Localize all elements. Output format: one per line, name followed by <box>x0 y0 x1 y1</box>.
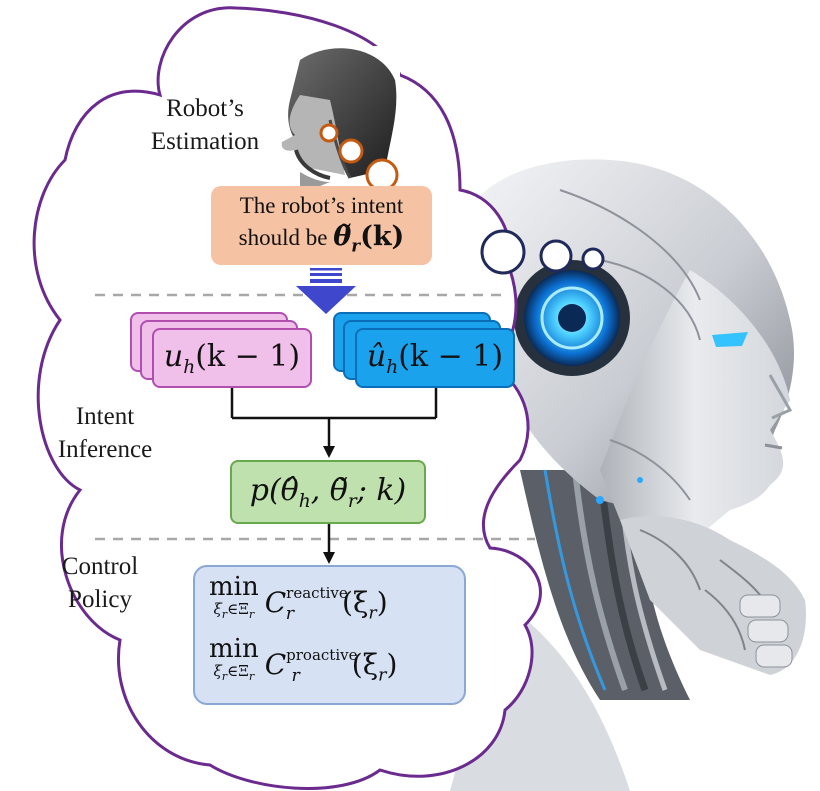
policy-row-proactive: min ξr∈Ξr Cproactiver(ξr) <box>209 635 397 697</box>
robot-intent-symbol: θ̃r(k) <box>333 220 405 256</box>
p-mid: , θ̃ <box>310 472 348 508</box>
label-robot-estimation: Robot’s Estimation <box>135 92 275 158</box>
robot-intent-line2: should be θ̃r(k) <box>239 221 405 261</box>
arg: (k − 1) <box>398 338 504 374</box>
label-line: Control <box>61 553 139 580</box>
p-open: p(θ̂ <box>249 472 299 508</box>
arg-pre: (ξ <box>351 648 379 681</box>
sub: h <box>183 356 196 378</box>
policy-min-operator: min ξr∈Ξr <box>209 635 259 685</box>
intent-probability-box: p(θ̂h, θ̃r; k) <box>230 460 426 524</box>
arg-pre: (ξ <box>342 586 369 619</box>
label-line: Policy <box>68 586 132 613</box>
thought-bubble-small <box>319 123 339 143</box>
theta-symbol: θ̃ <box>333 220 352 252</box>
arg-post: ) <box>376 586 388 619</box>
robot-intent-prefix: should be <box>238 224 328 250</box>
label-line: Estimation <box>150 128 260 155</box>
intent-probability-label: p(θ̂h, θ̃r; k) <box>250 473 407 512</box>
connector-arrowhead-2 <box>323 552 335 564</box>
sym: u <box>163 338 184 374</box>
cost-sub: r <box>291 665 300 686</box>
predicted-action-label: ûh(k − 1) <box>367 339 503 378</box>
arg-sub: r <box>378 665 387 686</box>
thought-bubble-medium <box>338 138 364 164</box>
estimation-arrow <box>296 268 356 314</box>
robot-bubble-large <box>480 229 526 275</box>
arg-sub: r <box>368 603 377 624</box>
policy-min-operator: min ξr∈Ξr <box>209 573 259 623</box>
label-line: Robot’s <box>166 95 244 122</box>
u1s: r <box>221 670 228 683</box>
cost-sym: C <box>264 586 287 619</box>
label-intent-inference: Intent Inference <box>40 400 170 466</box>
u1: ξ <box>213 662 222 680</box>
u2s: r <box>248 670 255 683</box>
human-action-box: uh(k − 1) <box>152 328 312 388</box>
u1s: r <box>221 608 228 621</box>
cost-sub: r <box>285 603 295 624</box>
robot-bubble-small <box>581 247 605 271</box>
robot-intent-box: The robot’s intent should be θ̃r(k) <box>211 186 432 265</box>
min-text: min <box>209 572 259 602</box>
cost-sup: reactive <box>286 584 348 602</box>
theta-arg: (k) <box>360 220 405 252</box>
connector-inputs <box>230 385 438 448</box>
u1: ξ <box>213 600 222 618</box>
u2: ∈Ξ <box>227 600 249 618</box>
policy-row-reactive: min ξr∈Ξr Creactiver(ξr) <box>209 573 388 635</box>
theta-subscript: r <box>351 235 361 256</box>
policy-cost-proactive: Cproactiver(ξr) <box>265 635 398 696</box>
control-policy-box: min ξr∈Ξr Creactiver(ξr) min ξr∈Ξr Cproa… <box>193 565 466 705</box>
min-under: ξr∈Ξr <box>214 601 255 623</box>
arg: (k − 1) <box>195 338 301 374</box>
u2: ∈Ξ <box>227 662 249 680</box>
predicted-action-box: ûh(k − 1) <box>355 328 515 388</box>
sym: û <box>366 338 387 374</box>
robot-bubble-medium <box>539 239 573 273</box>
arg-post: ) <box>386 648 398 681</box>
min-text: min <box>209 634 259 664</box>
min-under: ξr∈Ξr <box>214 663 255 685</box>
label-line: Inference <box>57 436 153 463</box>
p-sub2: r <box>347 490 357 512</box>
policy-cost-reactive: Creactiver(ξr) <box>265 573 388 634</box>
p-sub1: h <box>298 490 311 512</box>
cost-sup: proactive <box>286 646 358 664</box>
p-end: ; k) <box>356 472 407 508</box>
label-control-policy: Control Policy <box>35 550 165 616</box>
human-action-label: uh(k − 1) <box>164 339 300 378</box>
sub: h <box>386 356 399 378</box>
label-line: Intent <box>75 403 135 430</box>
robot-intent-line1: The robot’s intent <box>239 192 404 218</box>
u2s: r <box>248 608 255 621</box>
connector-arrowhead-1 <box>323 446 335 458</box>
cost-sym: C <box>264 648 287 681</box>
